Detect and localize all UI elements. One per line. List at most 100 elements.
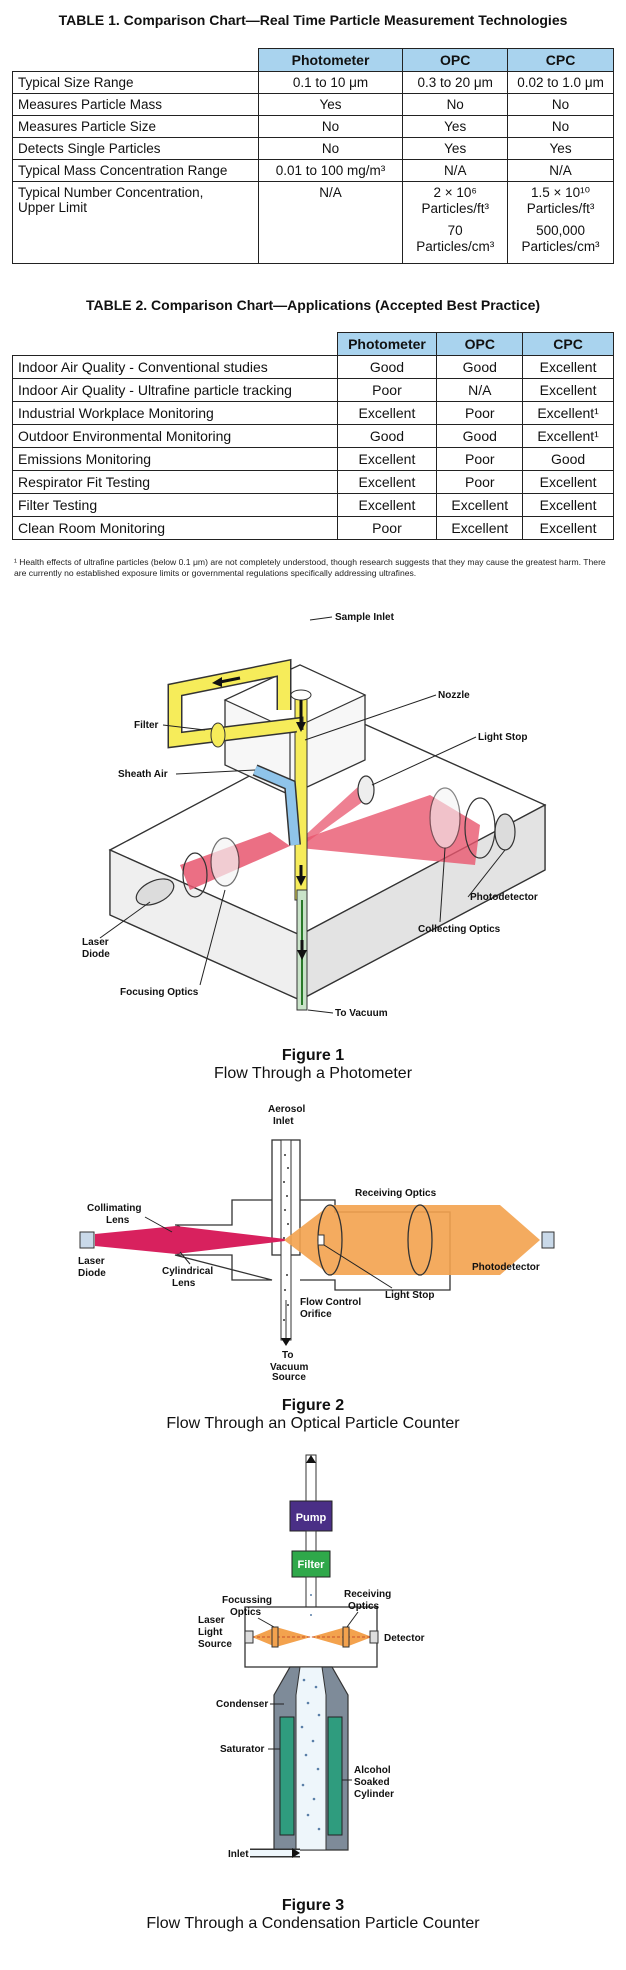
label-aerosol-inlet: Aerosol [268, 1104, 305, 1115]
laser-diode [135, 878, 175, 906]
figure2-title: Flow Through an Optical Particle Counter [166, 1415, 460, 1432]
svg-text:Inlet: Inlet [273, 1116, 294, 1127]
row-label: Indoor Air Quality - Conventional studie… [12, 355, 338, 379]
figure3-caption: Figure 3 Flow Through a Condensation Par… [0, 1897, 626, 1933]
figure1-title: Flow Through a Photometer [213, 1065, 413, 1082]
label-nozzle: Nozzle [438, 690, 470, 701]
label-receiving-optics: Receiving Optics [355, 1188, 437, 1199]
table-row: Outdoor Environmental Monitoring Good Go… [12, 424, 614, 448]
svg-text:Diode: Diode [82, 949, 110, 960]
table-row: Detects Single Particles No Yes Yes [12, 137, 614, 160]
svg-text:Vacuum: Vacuum [270, 1362, 308, 1373]
row-label: Detects Single Particles [12, 137, 259, 160]
label-laser-light-source: Laser [198, 1615, 225, 1626]
photodetector [541, 1231, 555, 1249]
label-condenser: Condenser [216, 1699, 268, 1710]
row-label: Respirator Fit Testing [12, 470, 338, 494]
label-detector: Detector [384, 1633, 425, 1644]
label-sheath-air: Sheath Air [118, 769, 168, 780]
table-row: Clean Room Monitoring Poor Excellent Exc… [12, 516, 614, 540]
col-photometer: Photometer [257, 48, 404, 72]
photodetector [494, 813, 516, 851]
receiving-optics-cone [284, 1205, 540, 1275]
row-label: Filter Testing [12, 493, 338, 517]
table-row: Filter Testing Excellent Excellent Excel… [12, 493, 614, 517]
table-row: Industrial Workplace Monitoring Excellen… [12, 401, 614, 425]
label-photodetector: Photodetector [472, 1262, 540, 1273]
label-to-vacuum-source: To [282, 1350, 293, 1361]
svg-text:Lens: Lens [172, 1278, 196, 1289]
receiving-light-cone [311, 1627, 372, 1647]
svg-text:Lens: Lens [106, 1215, 130, 1226]
col-photometer: Photometer [336, 332, 438, 356]
label-focussing-optics: Focussing [222, 1595, 272, 1606]
table-row: Typical Mass Concentration Range 0.01 to… [12, 159, 614, 182]
detector [369, 1630, 379, 1644]
svg-text:Optics: Optics [230, 1607, 262, 1618]
svg-text:Light: Light [198, 1627, 223, 1638]
row-label: Emissions Monitoring [12, 447, 338, 471]
laser-diode [79, 1231, 95, 1249]
label-vacuum-source-line3: Source [272, 1372, 306, 1383]
row-label: Typical Mass Concentration Range [12, 159, 259, 182]
photometer-housing [108, 664, 547, 1002]
table-row: Typical Size Range 0.1 to 10 μm 0.3 to 2… [12, 71, 614, 94]
label-sample-inlet: Sample Inlet [335, 612, 395, 623]
comparison-table-technologies: Photometer OPC CPC Typical Size Range 0.… [12, 48, 614, 264]
col-cpc: CPC [522, 332, 614, 356]
condensed-droplets [300, 1594, 321, 1831]
filter [291, 1550, 331, 1578]
svg-text:Diode: Diode [78, 1268, 106, 1279]
label-light-stop: Light Stop [478, 732, 527, 743]
label-collimating-lens: Collimating [87, 1203, 141, 1214]
label-focusing-optics: Focusing Optics [120, 987, 199, 998]
label-flow-control-orifice: Flow Control [300, 1297, 361, 1308]
light-stop [357, 775, 375, 805]
col-opc: OPC [436, 332, 524, 356]
label-filter: Filter [134, 720, 159, 731]
figure3-title: Flow Through a Condensation Particle Cou… [146, 1915, 480, 1932]
laser-beam [95, 1226, 285, 1254]
label-to-vacuum: To Vacuum [335, 1008, 388, 1019]
row-label: Industrial Workplace Monitoring [12, 401, 338, 425]
label-alcohol-soaked-cylinder: Alcohol [354, 1765, 391, 1776]
filter-label: Filter [298, 1559, 326, 1571]
row-label: Measures Particle Mass [12, 93, 259, 116]
alcohol-soaked-cylinder [279, 1716, 295, 1836]
figure1-number: Figure 1 [281, 1047, 345, 1064]
svg-text:Source: Source [198, 1639, 232, 1650]
row-label: Typical Size Range [12, 71, 259, 94]
table-row: Measures Particle Mass Yes No No [12, 93, 614, 116]
pump-label: Pump [296, 1512, 327, 1524]
label-receiving-optics: Receiving [344, 1589, 391, 1600]
figure2-caption: Figure 2 Flow Through an Optical Particl… [0, 1397, 626, 1433]
svg-text:Soaked: Soaked [354, 1777, 390, 1788]
pump [289, 1500, 333, 1532]
light-stop [317, 1234, 325, 1246]
table-row: Respirator Fit Testing Excellent Poor Ex… [12, 470, 614, 494]
figure1-photometer-diagram: Sample Inlet Filter Nozzle Light Stop Sh… [82, 612, 547, 1019]
laser-light-cone [252, 1627, 311, 1647]
label-collecting-optics: Collecting Optics [418, 924, 501, 935]
table2-title: TABLE 2. Comparison Chart—Applications (… [85, 297, 541, 313]
table-row: Typical Number Concentration, Upper Limi… [12, 181, 614, 264]
table-row: Indoor Air Quality - Ultrafine particle … [12, 378, 614, 402]
label-saturator: Saturator [220, 1744, 265, 1755]
figure3-cpc-diagram: Pump Filter Focussing Optics Receiving O… [198, 1454, 425, 1860]
label-laser-diode: Laser [82, 937, 109, 948]
table-row: Indoor Air Quality - Conventional studie… [12, 355, 614, 379]
label-laser-diode: Laser [78, 1256, 105, 1267]
comparison-table-applications: Photometer OPC CPC Indoor Air Quality - … [12, 332, 614, 540]
svg-text:Optics: Optics [348, 1601, 380, 1612]
figure3-number: Figure 3 [281, 1897, 345, 1914]
aerosol-particles [283, 1154, 289, 1321]
row-label: Outdoor Environmental Monitoring [12, 424, 338, 448]
footnote: ¹ Health effects of ultrafine particles … [14, 557, 606, 578]
figure2-opc-diagram: Aerosol Inlet Receiving Optics Collimati… [78, 1104, 555, 1373]
row-label: Typical Number Concentration, Upper Limi… [12, 181, 259, 264]
label-light-stop: Light Stop [385, 1290, 434, 1301]
col-cpc: CPC [507, 48, 614, 72]
svg-text:Cylinder: Cylinder [354, 1789, 394, 1800]
figure1-caption: Figure 1 Flow Through a Photometer [0, 1047, 626, 1083]
figure2-number: Figure 2 [281, 1397, 345, 1414]
